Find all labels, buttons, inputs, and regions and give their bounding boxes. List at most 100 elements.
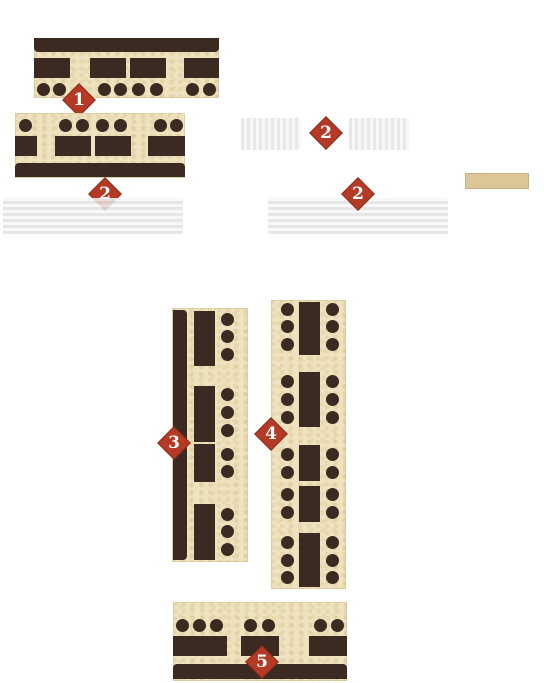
seat [281, 536, 294, 549]
seat [114, 83, 127, 96]
seat [244, 619, 257, 632]
table [299, 533, 320, 587]
marker-3[interactable]: 3 [158, 427, 190, 459]
seat [193, 619, 206, 632]
layout-5-panel [173, 602, 347, 681]
table [194, 444, 215, 482]
seat [98, 83, 111, 96]
seat [326, 466, 339, 479]
seat [281, 303, 294, 316]
marker-label: 5 [256, 652, 268, 672]
seat [326, 393, 339, 406]
marker-4[interactable]: 4 [255, 418, 287, 450]
seat [221, 313, 234, 326]
layout-4-panel [271, 300, 346, 589]
seat [221, 388, 234, 401]
seat [262, 619, 275, 632]
seat [221, 348, 234, 361]
seat [96, 119, 109, 132]
table [184, 58, 219, 78]
marker-label: 3 [168, 433, 180, 453]
seat [326, 488, 339, 501]
marker-2[interactable]: 2 [342, 178, 374, 210]
seat [326, 411, 339, 424]
seat [221, 525, 234, 538]
table [148, 136, 185, 156]
seat [221, 424, 234, 437]
table [194, 386, 215, 442]
seat [281, 466, 294, 479]
seat [326, 320, 339, 333]
seat [281, 375, 294, 388]
seat [221, 508, 234, 521]
texture-swatch [465, 173, 529, 189]
faded-layout [349, 118, 409, 150]
seat [326, 338, 339, 351]
table [299, 302, 320, 355]
table [299, 486, 320, 522]
seat [176, 619, 189, 632]
seat [281, 393, 294, 406]
table [299, 372, 320, 427]
marker-2[interactable]: 2 [89, 178, 121, 210]
seat [281, 448, 294, 461]
faded-layout [3, 198, 183, 234]
marker-label: 4 [265, 424, 277, 444]
marker-label: 2 [352, 184, 364, 204]
seat [170, 119, 183, 132]
seat [37, 83, 50, 96]
seat [314, 619, 327, 632]
seat [331, 619, 344, 632]
marker-2[interactable]: 2 [310, 117, 342, 149]
seat [59, 119, 72, 132]
layout-1-panel [34, 38, 219, 98]
seat [221, 448, 234, 461]
table [309, 636, 347, 656]
seat [154, 119, 167, 132]
seat [53, 83, 66, 96]
seat [326, 303, 339, 316]
seat [281, 554, 294, 567]
faded-layout [241, 118, 301, 150]
seat [281, 320, 294, 333]
table [194, 504, 215, 560]
table [194, 311, 215, 366]
table [90, 58, 126, 78]
seat [326, 448, 339, 461]
seat [326, 506, 339, 519]
seat [186, 83, 199, 96]
marker-label: 2 [320, 123, 332, 143]
table [299, 445, 320, 481]
table [95, 136, 131, 156]
marker-label: 2 [99, 184, 111, 204]
seat [326, 554, 339, 567]
seat [281, 571, 294, 584]
seat [19, 119, 32, 132]
seat [326, 536, 339, 549]
seat [221, 406, 234, 419]
table [15, 136, 37, 156]
seat [281, 338, 294, 351]
table [55, 136, 91, 156]
seat [221, 543, 234, 556]
marker-label: 1 [73, 90, 85, 110]
seat [221, 330, 234, 343]
table [173, 636, 227, 656]
seat [281, 488, 294, 501]
seat [326, 571, 339, 584]
seat [203, 83, 216, 96]
seat [210, 619, 223, 632]
marker-5[interactable]: 5 [246, 646, 278, 678]
seat [281, 506, 294, 519]
seat [150, 83, 163, 96]
marker-1[interactable]: 1 [63, 84, 95, 116]
table [34, 58, 70, 78]
table [130, 58, 166, 78]
head-table [15, 163, 185, 177]
seat [281, 411, 294, 424]
head-table [34, 38, 219, 52]
seat [132, 83, 145, 96]
table [241, 636, 279, 656]
seat [114, 119, 127, 132]
layout-2-panel [15, 113, 185, 178]
